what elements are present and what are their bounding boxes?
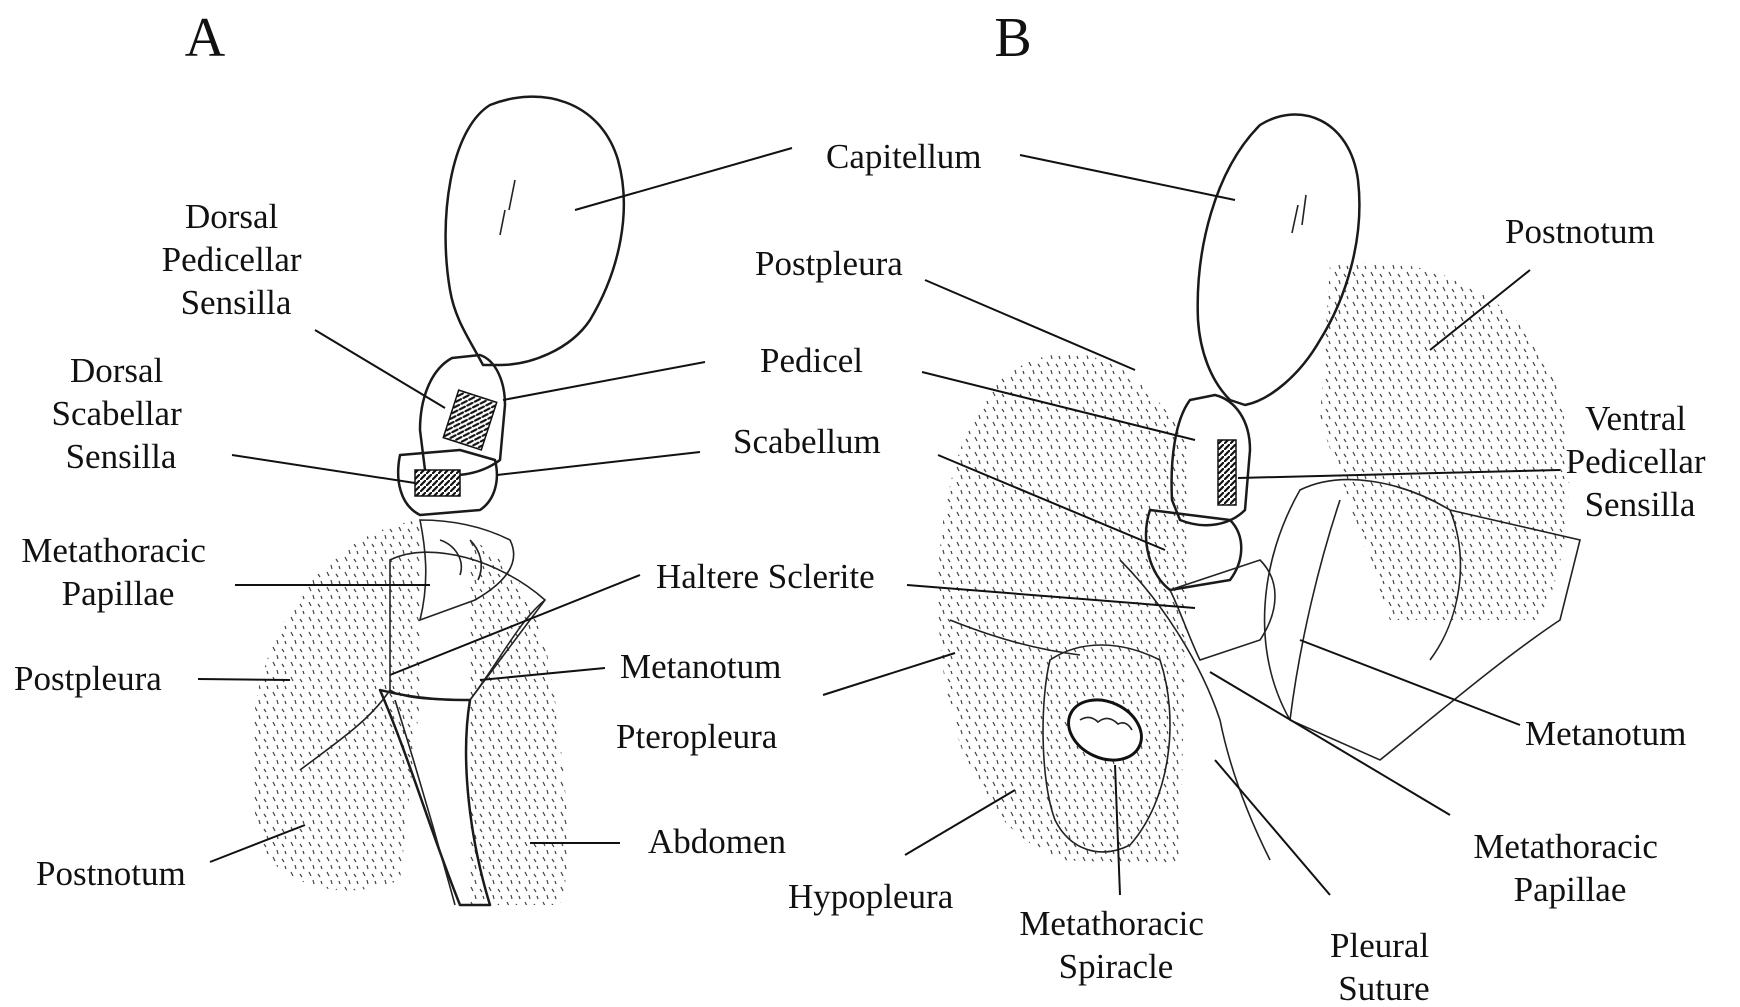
label-pteropleura: Pteropleura	[616, 717, 778, 756]
label-b-metanotum: Metanotum	[1525, 714, 1686, 753]
label-a-dorsal-pedicellar-sensilla: Dorsal Pedicellar Sensilla	[162, 197, 311, 322]
panel-a-dorsal-pedicellar-sensilla	[443, 390, 496, 450]
panel-a-dorsal-scabellar-sensilla	[415, 470, 460, 496]
label-capitellum: Capitellum	[826, 137, 982, 176]
label-a-postnotum: Postnotum	[36, 854, 186, 893]
label-abdomen: Abdomen	[648, 822, 786, 861]
label-b-postnotum: Postnotum	[1505, 212, 1655, 251]
panel-a-letter: A	[185, 7, 226, 69]
panel-a-capitellum	[446, 97, 624, 365]
label-b-postpleura: Postpleura	[755, 244, 903, 283]
label-b-hypopleura: Hypopleura	[788, 877, 954, 916]
panel-b-letter: B	[994, 7, 1031, 69]
label-b-metathoracic-papillae: Metathoracic Papillae	[1473, 827, 1666, 909]
label-a-postpleura: Postpleura	[14, 659, 162, 698]
panel-a-drawing	[251, 97, 624, 905]
label-a-metanotum: Metanotum	[620, 647, 781, 686]
label-b-ventral-pedicellar-sensilla: Ventral Pedicellar Sensilla	[1566, 399, 1715, 524]
label-a-dorsal-scabellar-sensilla: Dorsal Scabellar Sensilla	[52, 351, 191, 476]
panel-a-postpleura-region	[251, 520, 420, 890]
label-scabellum: Scabellum	[733, 422, 881, 461]
panel-b-ventral-pedicellar-sensilla	[1218, 440, 1236, 505]
label-a-metathoracic-papillae: Metathoracic Papillae	[21, 531, 214, 613]
panel-b-drawing	[938, 114, 1580, 865]
label-b-pleural-suture: Pleural Suture	[1330, 926, 1438, 1007]
label-b-metathoracic-spiracle: Metathoracic Spiracle	[1019, 904, 1212, 986]
label-pedicel: Pedicel	[760, 341, 863, 380]
label-haltere-sclerite: Haltere Sclerite	[656, 557, 875, 596]
panel-b-postnotum-region	[1320, 262, 1569, 620]
